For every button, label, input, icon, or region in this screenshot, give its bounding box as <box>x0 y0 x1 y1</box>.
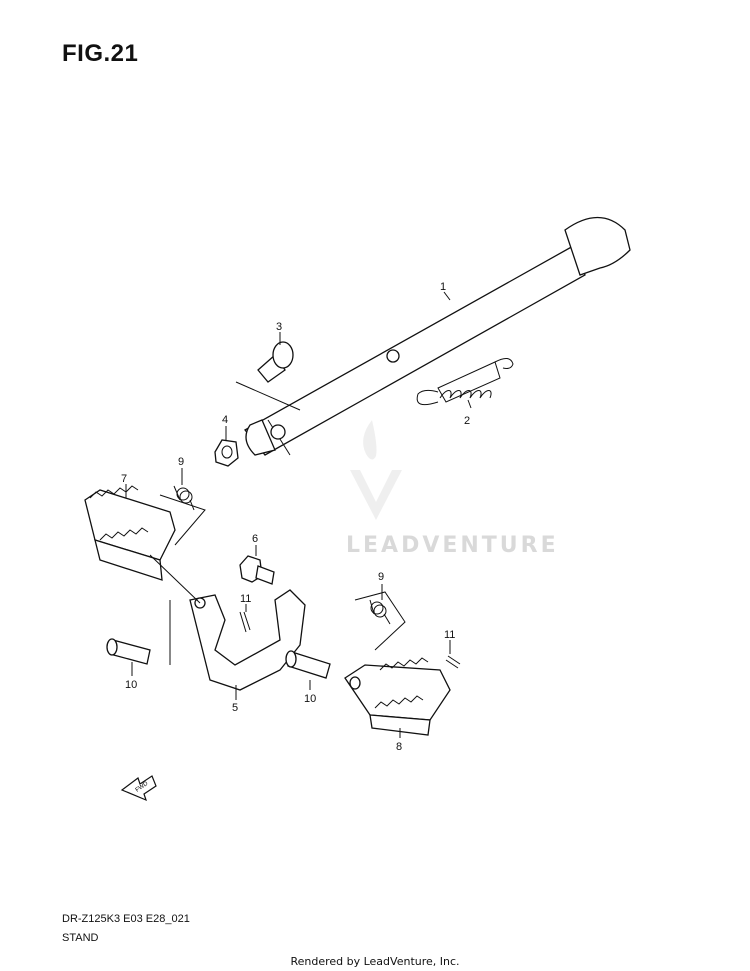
callout-11-left: 11 <box>240 593 251 605</box>
footer-credit: Rendered by LeadVenture, Inc. <box>290 955 460 968</box>
watermark-logo <box>350 420 402 520</box>
model-code: DR-Z125K3 E03 E28_021 <box>62 913 190 925</box>
leader-lines <box>125 291 472 738</box>
cotter-pin-right <box>445 655 461 669</box>
cotter-pin-left <box>239 611 251 633</box>
side-stand-bar <box>244 217 631 456</box>
callout-3: 3 <box>276 321 282 333</box>
footrest-bracket <box>149 554 306 691</box>
callout-2: 2 <box>464 415 470 427</box>
figure-title: FIG.21 <box>62 40 139 67</box>
watermark-text: LEADVENTURE <box>346 533 559 558</box>
forward-direction-arrow: FWD <box>120 775 157 802</box>
callout-5: 5 <box>232 702 238 714</box>
callout-9-right: 9 <box>378 571 384 583</box>
callout-10-left: 10 <box>125 679 137 691</box>
right-footrest <box>344 657 451 736</box>
callout-4: 4 <box>222 414 228 426</box>
callout-9-left: 9 <box>178 456 184 468</box>
footrest-pin-right <box>285 650 331 679</box>
callout-6: 6 <box>252 533 258 545</box>
callout-11-right: 11 <box>444 629 455 641</box>
callout-10-right: 10 <box>304 693 316 705</box>
figure-subtitle: STAND <box>62 932 99 944</box>
callout-8: 8 <box>396 741 402 753</box>
pivot-bolt <box>235 341 301 411</box>
footrest-spring-left <box>173 485 195 511</box>
callout-1: 1 <box>440 281 446 293</box>
pivot-nut <box>214 439 239 467</box>
bracket-bolt <box>239 555 275 585</box>
footrest-pin-left <box>106 638 151 665</box>
callout-labels: 1 2 3 4 5 6 7 8 9 9 10 10 11 11 <box>121 281 470 753</box>
footrest-spring-right <box>354 591 406 651</box>
callout-7: 7 <box>121 473 127 485</box>
stand-spring <box>416 358 514 406</box>
left-footrest <box>84 485 206 581</box>
